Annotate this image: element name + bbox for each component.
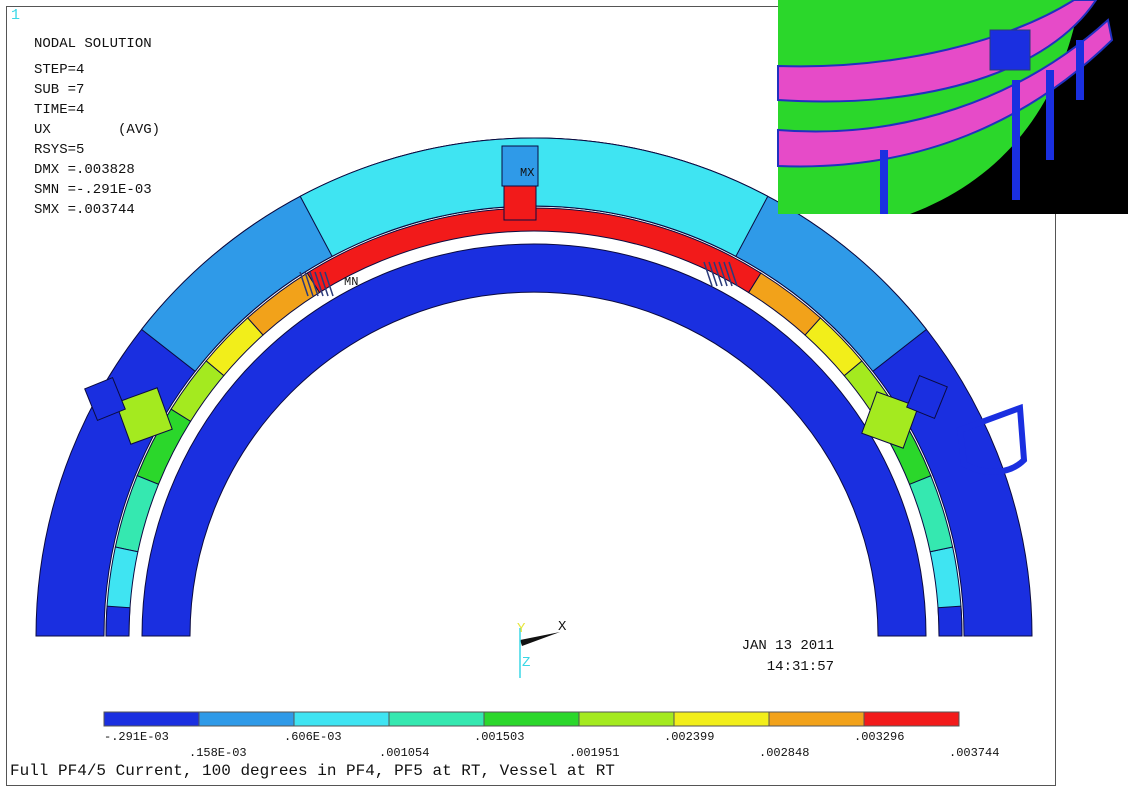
legend-swatch-0: [103, 711, 200, 727]
support-hatch-0-2: [309, 271, 319, 297]
left-bracket: [84, 376, 126, 422]
legend-swatch-7: [768, 711, 865, 727]
support-hatch-0-3: [314, 271, 324, 297]
solution-header: NODAL SOLUTION STEP=4 SUB =7 TIME=4 UX (…: [34, 34, 160, 220]
support-hatch-0-4: [319, 271, 329, 297]
right-bracket: [906, 374, 948, 420]
legend-swatch-4: [483, 711, 580, 727]
time-label: 14:31:57: [766, 659, 834, 675]
legend-label-2: .606E-03: [284, 730, 342, 744]
triad-y-label: Y: [517, 621, 526, 637]
legend-swatch-6: [673, 711, 770, 727]
triad-x-label: X: [558, 619, 567, 635]
header-smn: SMN =-.291E-03: [34, 182, 152, 198]
legend-swatch-8: [863, 711, 960, 727]
left-clamp: [115, 387, 173, 445]
inset-support-block: [989, 29, 1031, 71]
legend-label-3: .001054: [379, 746, 429, 760]
plot-caption: Full PF4/5 Current, 100 degrees in PF4, …: [10, 762, 615, 780]
support-hatch-0-5: [324, 271, 334, 297]
mx-marker: MX: [520, 166, 534, 180]
support-hatch-1-0: [703, 261, 713, 287]
timestamp: JAN 13 2011 14:31:57: [706, 636, 834, 678]
legend-label-7: .002848: [759, 746, 809, 760]
inset-3d-view: [777, 0, 1128, 214]
header-result: UX (AVG): [34, 122, 161, 138]
header-sub: SUB =7: [34, 82, 85, 98]
pf-coil-base-left: [105, 605, 131, 637]
right-clamp: [861, 391, 919, 449]
mn-marker: MN: [344, 275, 358, 289]
support-hatch-1-4: [723, 261, 733, 287]
inset-post-3: [1076, 40, 1084, 100]
window-number: 1: [11, 7, 21, 24]
right-loop-bracket: [956, 403, 1028, 475]
vessel-arc: [141, 243, 927, 637]
inset-post-0: [880, 150, 888, 214]
support-hatch-1-3: [718, 261, 728, 287]
legend-label-6: .002399: [664, 730, 714, 744]
triad-z-label: Z: [522, 655, 530, 671]
header-time: TIME=4: [34, 102, 85, 118]
support-hatch-0-1: [304, 271, 314, 297]
plot-frame: 1: [6, 6, 1056, 786]
date-label: JAN 13 2011: [741, 638, 834, 654]
pf-coil-base-right: [937, 605, 963, 637]
legend-label-9: .003744: [949, 746, 999, 760]
inset-coil-lower: [777, 18, 1114, 168]
inset-coil-upper: [777, 0, 1098, 103]
legend-label-5: .001951: [569, 746, 619, 760]
header-rsys: RSYS=5: [34, 142, 85, 158]
top-coil-clamp: [503, 185, 537, 221]
header-smx: SMX =.003744: [34, 202, 135, 218]
inset-post-2: [1046, 70, 1054, 160]
legend-label-0: -.291E-03: [104, 730, 169, 744]
legend-swatch-2: [293, 711, 390, 727]
legend-label-1: .158E-03: [189, 746, 247, 760]
header-step: STEP=4: [34, 62, 85, 78]
header-dmx: DMX =.003828: [34, 162, 135, 178]
solution-title: NODAL SOLUTION: [34, 36, 152, 52]
support-hatch-0-0: [299, 271, 309, 297]
support-hatch-1-1: [708, 261, 718, 287]
legend-swatch-5: [578, 711, 675, 727]
legend-swatch-3: [388, 711, 485, 727]
support-hatch-1-5: [728, 261, 738, 287]
support-hatch-1-2: [713, 261, 723, 287]
triad-x-arrow: [520, 632, 560, 646]
legend-label-4: .001503: [474, 730, 524, 744]
legend-swatch-1: [198, 711, 295, 727]
legend-label-8: .003296: [854, 730, 904, 744]
top-support-block: [501, 145, 539, 187]
inset-post-1: [1012, 80, 1020, 200]
